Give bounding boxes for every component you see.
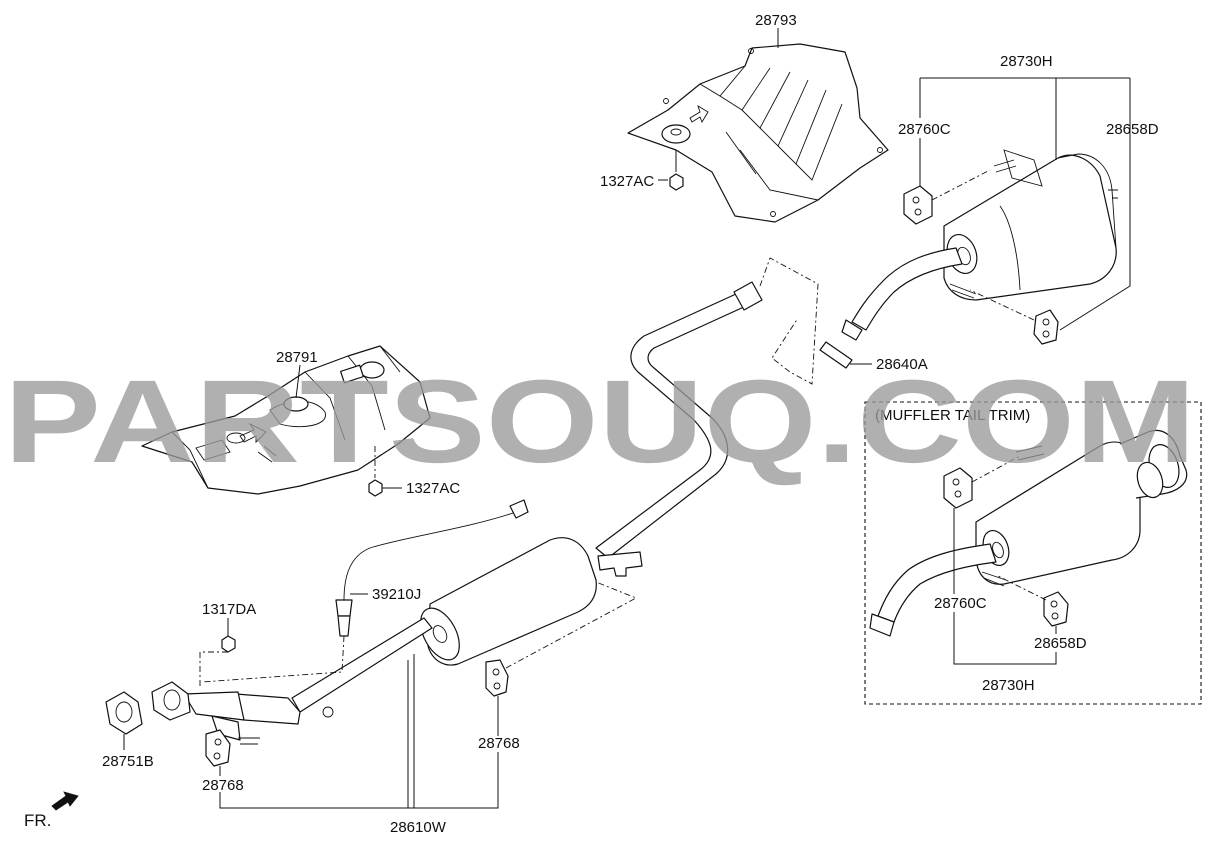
label-28760c-top[interactable]: 28760C [898,121,951,138]
nut-1327ac-top[interactable] [669,150,684,191]
oxygen-sensor-39210j[interactable] [201,499,529,683]
label-28730h-inset[interactable]: 28730H [982,677,1035,694]
label-28730h-top[interactable]: 28730H [1000,53,1053,70]
hanger-28760c-inset[interactable] [943,455,1021,509]
hanger-28658d-inset[interactable] [997,575,1069,627]
label-28640a[interactable]: 28640A [876,356,928,373]
label-1317da[interactable]: 1317DA [202,601,256,618]
clamp-28640a[interactable] [759,257,853,385]
label-28658d-top[interactable]: 28658D [1106,121,1159,138]
heat-shield-28791[interactable] [141,345,431,495]
label-28760c-inset[interactable]: 28760C [934,595,987,612]
leader-lines [123,28,1131,809]
exhaust-pipe-assembly[interactable] [183,281,763,745]
label-28793[interactable]: 28793 [755,12,797,29]
label-28610w[interactable]: 28610W [390,819,447,836]
gasket-28751b[interactable] [105,691,143,735]
label-39210j[interactable]: 39210J [372,586,421,603]
part-labels: 28793 28730H 28760C 28658D 1327AC 28791 … [102,12,1159,836]
label-28751b[interactable]: 28751B [102,753,154,770]
hanger-28768-left[interactable] [205,729,231,767]
nut-1327ac-mid[interactable] [368,446,383,497]
heat-shield-28793[interactable] [627,43,889,223]
label-28768-left[interactable]: 28768 [202,777,244,794]
nut-1317da[interactable] [199,620,236,688]
label-1327ac-top[interactable]: 1327AC [600,173,654,190]
inset-muffler-tail-trim [864,401,1202,705]
inset-title: (MUFFLER TAIL TRIM) [875,407,1030,424]
hanger-28658d-top[interactable] [969,289,1059,345]
hanger-28768-right[interactable] [485,581,638,697]
front-indicator-text: FR. [24,811,51,830]
label-1327ac-mid[interactable]: 1327AC [406,480,460,497]
front-arrow-icon [51,791,79,811]
flange-front[interactable] [151,681,191,721]
label-28768-right[interactable]: 28768 [478,735,520,752]
rear-muffler-28730h[interactable] [841,149,1118,341]
label-28791[interactable]: 28791 [276,349,318,366]
front-indicator: FR. [24,791,79,830]
watermark-text: PARTSOUQ.COM [4,356,1196,488]
label-28658d-inset[interactable]: 28658D [1034,635,1087,652]
